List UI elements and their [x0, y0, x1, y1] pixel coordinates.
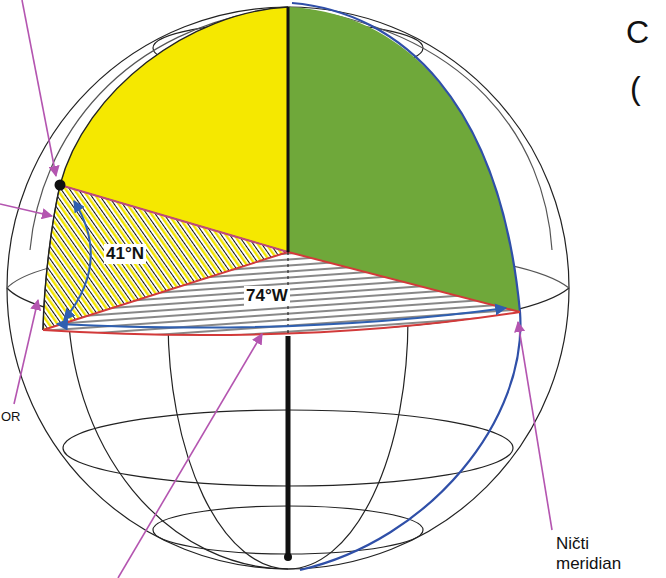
polar-axis	[286, 336, 291, 555]
radius-line	[60, 185, 288, 252]
radius-line	[288, 252, 520, 312]
cut-heading-bracket: (	[630, 70, 641, 107]
pole-dot	[284, 553, 292, 561]
leader-line	[518, 322, 552, 530]
meridian-arc	[43, 7, 288, 330]
polar-axis	[287, 7, 290, 252]
globe-outline	[7, 7, 569, 569]
leader-line	[22, 0, 56, 176]
cut-heading-letter: C	[626, 14, 649, 51]
latitude-value: 41°N	[104, 244, 146, 264]
prime-meridian-line	[292, 3, 520, 570]
leader-line	[0, 204, 52, 216]
leader-line	[14, 300, 38, 404]
meridian-line	[168, 320, 288, 569]
latitude-arrow	[64, 201, 91, 320]
longitude-angle-wedge	[43, 252, 520, 335]
equator-label: OR	[1, 410, 21, 425]
leader-line	[118, 334, 262, 578]
meridian-label: Ničti meridian	[556, 534, 648, 573]
location-dot	[55, 180, 66, 191]
longitude-value: 74°W	[244, 286, 290, 306]
longitude-arrow	[57, 308, 506, 328]
meridian-line	[68, 300, 288, 569]
